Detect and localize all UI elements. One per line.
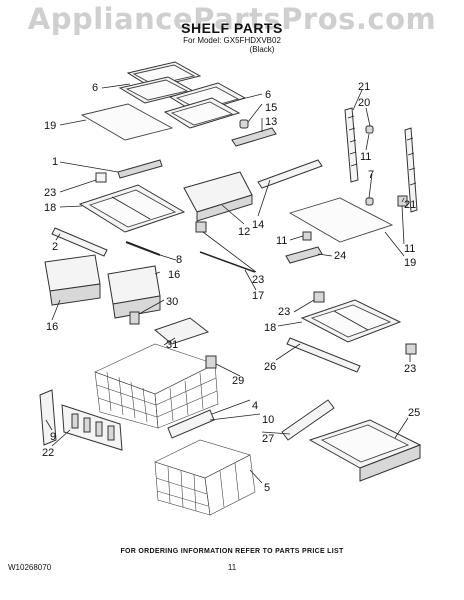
callout-label: 31 [166,339,178,351]
clip-23-upper [95,172,107,183]
wire-basket-lower [154,439,256,516]
callout-label: 16 [46,321,58,333]
callout-label: 11 [276,235,287,247]
callout-label: 11 [404,243,415,255]
freezer-shelf-18 [300,299,402,343]
callout-label: 30 [166,296,178,308]
bracket-30 [129,311,140,325]
deli-drawer-12 [183,171,253,222]
callout-label: 14 [252,219,264,231]
trim-1 [117,159,163,179]
leader-lines [45,83,411,484]
callout-label: 18 [264,322,276,334]
rod-8 [125,241,161,256]
watermark-text: AppliancePartsPros.com [27,2,437,36]
callout-label: 19 [44,120,56,132]
panel-9 [39,389,57,446]
callout-label: 8 [176,254,182,266]
callout-label: 26 [264,361,276,373]
callout-labels: 6 6 15 13 19 21 20 11 1 7 23 18 14 12 11… [42,81,420,494]
glass-shelf-right [288,197,394,243]
callout-label: 20 [358,97,370,109]
callout-label: 12 [238,226,250,238]
callout-label: 10 [262,414,274,426]
rail-14 [257,159,323,189]
callout-label: 15 [265,102,277,114]
wire-basket-upper [94,343,219,429]
screw-7 [365,197,374,206]
clip-23-center [195,221,207,233]
callout-label: 6 [265,89,271,101]
callout-label: 1 [52,156,58,168]
divider-22 [61,404,123,451]
callout-label: 9 [50,431,56,443]
callout-label: 23 [278,306,290,318]
model-line: For Model: GX5FHDXVB02 [183,36,281,45]
strip-26 [286,337,361,373]
strip-2 [51,227,108,257]
callout-label: 23 [252,274,264,286]
callout-label: 19 [404,257,416,269]
handle-27 [281,399,335,441]
callout-label: 27 [262,433,274,445]
crisper-drawer-left [44,254,101,306]
callout-label: 5 [264,482,270,494]
callout-label: 4 [252,400,258,412]
screw-15 [239,119,249,129]
callout-label: 18 [44,202,56,214]
callout-label: 23 [404,363,416,375]
callout-label: 25 [408,407,420,419]
ice-tray-25 [308,419,422,482]
divider-10 [167,409,215,439]
model-info: For Model: GX5FHDXVB02 (Black) [0,36,464,54]
callout-label: 21 [358,81,370,93]
clip-11-mid [302,231,312,241]
bracket-24 [285,246,323,264]
page-title: SHELF PARTS [181,20,283,36]
glass-shelf-left [80,103,174,141]
shelf-frame-left [118,61,202,104]
ordering-note: FOR ORDERING INFORMATION REFER TO PARTS … [120,548,344,555]
callout-label: 7 [368,169,374,181]
shelf-rail-right [404,127,418,213]
callout-label: 11 [360,151,371,163]
callout-label: 21 [404,199,416,211]
screw-20 [365,125,374,134]
crisper-drawer-right [107,265,161,319]
rail-31 [153,317,210,345]
clip-23-lower [405,343,417,355]
callout-label: 6 [92,82,98,94]
bracket-29 [205,355,217,369]
crisper-cover-18 [78,184,186,233]
bracket-13 [231,127,277,147]
shelf-frame-right [163,82,247,129]
callout-label: 2 [52,241,58,253]
callout-label: 23 [44,187,56,199]
callout-label: 16 [168,269,180,281]
color-line: (Black) [249,45,275,54]
callout-label: 24 [334,250,346,262]
rod-17 [199,251,256,273]
document-code: W10268070 [8,563,52,572]
page-number: 11 [227,563,237,572]
callout-label: 13 [265,116,277,128]
callout-label: 17 [252,290,264,302]
clip-23-right [313,291,325,303]
callout-label: 22 [42,447,54,459]
shelf-rail-left [344,107,359,183]
callout-label: 29 [232,375,244,387]
